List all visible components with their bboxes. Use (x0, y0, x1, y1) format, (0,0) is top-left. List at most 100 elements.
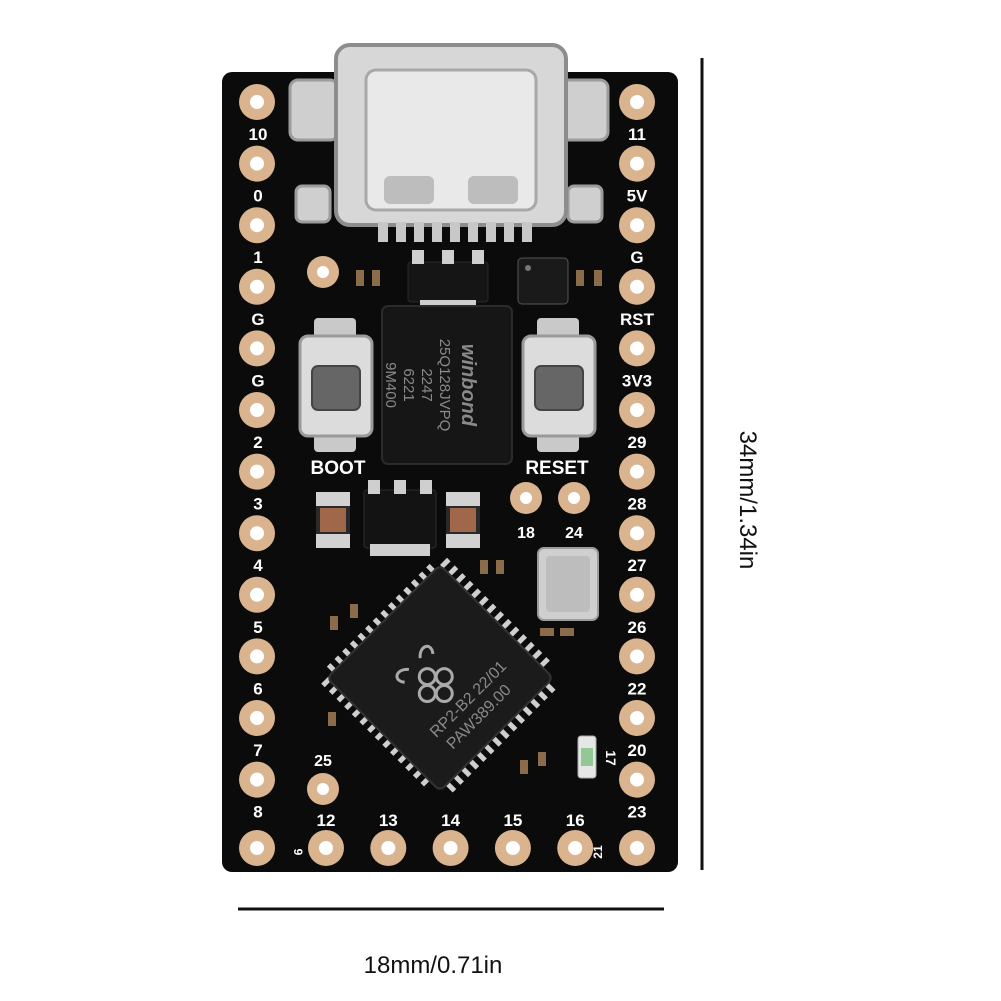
label-right-11: 23 (628, 803, 647, 822)
height-label: 34mm/1.34in (734, 431, 761, 570)
pad-hole (250, 587, 264, 602)
mcu-pin (531, 649, 543, 661)
pad-hole (250, 279, 264, 294)
pad-hole (630, 403, 644, 417)
label-bottom-2: 14 (441, 811, 460, 830)
label-17: 17 (603, 750, 619, 766)
pad-hole (319, 841, 333, 855)
small-ic (517, 257, 569, 305)
mcu-pin (445, 781, 457, 793)
pad-hole (630, 218, 644, 233)
pad-hole (630, 95, 644, 109)
mcu-pin (529, 697, 541, 709)
pad-hole (505, 841, 520, 855)
mcu-pin (468, 759, 480, 770)
pad-hole (630, 841, 644, 855)
label-25: 25 (314, 753, 332, 770)
mcu-pin (514, 713, 525, 724)
label-bottom-1: 13 (379, 811, 398, 830)
pad-hole (250, 156, 264, 171)
pad-hole (568, 841, 583, 855)
label-right-3: RST (620, 310, 655, 329)
pad-hole (630, 464, 644, 479)
label-18: 18 (517, 525, 535, 542)
mcu-pin (506, 720, 518, 732)
pad-hole (250, 711, 264, 725)
label-left-1: 0 (253, 187, 262, 206)
mcu-pin (440, 557, 451, 569)
pad-hole (250, 341, 264, 356)
voltage-regulator (407, 250, 489, 312)
pad-hole (630, 341, 644, 356)
label-left-6: 3 (253, 495, 262, 514)
label-left-11: 8 (253, 803, 262, 822)
flash-chip: winbond 25Q128JVPQ 2247 6221 9M400 (381, 305, 513, 465)
mcu-pin (491, 736, 503, 747)
flash-line3: 6221 (400, 368, 417, 401)
pin-pads (239, 84, 655, 866)
mcu-pin (455, 573, 466, 584)
pad-hole (630, 772, 644, 787)
mcu-pin (478, 595, 489, 607)
label-right-1: 5V (627, 187, 648, 206)
label-left-0: 10 (249, 125, 268, 144)
flash-brand: winbond (457, 344, 479, 427)
ldo-chip (363, 480, 437, 556)
pad-hole (250, 218, 264, 233)
label-right-4: 3V3 (622, 371, 652, 390)
label-bottom-3: 15 (503, 811, 522, 830)
label-left-10: 7 (253, 741, 262, 760)
flash-line2: 2247 (418, 368, 435, 401)
flash-line1: 25Q128JVPQ (436, 339, 453, 432)
label-left-3: G (251, 310, 264, 329)
pad-hole (630, 587, 644, 602)
pad-hole (250, 841, 264, 855)
label-left-9: 6 (253, 679, 262, 698)
label-right-10: 20 (628, 741, 647, 760)
pad-hole (443, 841, 458, 855)
flash-line4: 9M400 (382, 362, 399, 408)
label-bottom-4: 16 (566, 811, 585, 830)
label-right-0: 11 (628, 125, 646, 144)
reset-button (521, 318, 597, 452)
pad-hole (630, 526, 644, 541)
mcu-pin (524, 641, 535, 653)
mcu-pin (537, 690, 548, 701)
pad-hole (250, 403, 264, 417)
width-label: 18mm/0.71in (364, 952, 503, 979)
capacitor-left (316, 492, 350, 548)
boot-button (298, 318, 374, 452)
rp2040-chip: RP2-B2 22/01 PAW389.00 (321, 557, 556, 793)
label-left-5: 2 (253, 433, 262, 452)
mcu-pin (483, 743, 495, 755)
mcu-pin (516, 634, 527, 645)
mcu-pin (476, 751, 487, 763)
mcu-pin (447, 565, 459, 577)
label-left-7: 4 (253, 556, 263, 575)
capacitor-right (446, 492, 480, 548)
label-right-9: 22 (628, 679, 647, 698)
label-left-2: 1 (253, 248, 262, 267)
mcu-pin (462, 580, 474, 592)
label-left-8: 5 (253, 618, 262, 637)
label-right-8: 26 (628, 618, 647, 637)
mcu-pin (544, 682, 556, 694)
label-right-5: 29 (628, 433, 647, 452)
pad-hole (630, 649, 644, 664)
pad-hole (630, 279, 644, 294)
pad-hole (250, 772, 264, 787)
label-right-6: 28 (628, 495, 647, 514)
crystal-oscillator (537, 547, 599, 621)
mcu-pin (470, 588, 482, 599)
label-9: 9 (291, 849, 305, 856)
mcu-pin (460, 766, 472, 778)
mcu-pin (539, 657, 550, 668)
mcu-pin (501, 618, 512, 630)
reset-label: RESET (525, 458, 589, 479)
pad-hole (381, 841, 396, 855)
raspberry-logo (395, 644, 454, 704)
label-right-7: 27 (628, 556, 647, 575)
label-24: 24 (565, 525, 583, 542)
